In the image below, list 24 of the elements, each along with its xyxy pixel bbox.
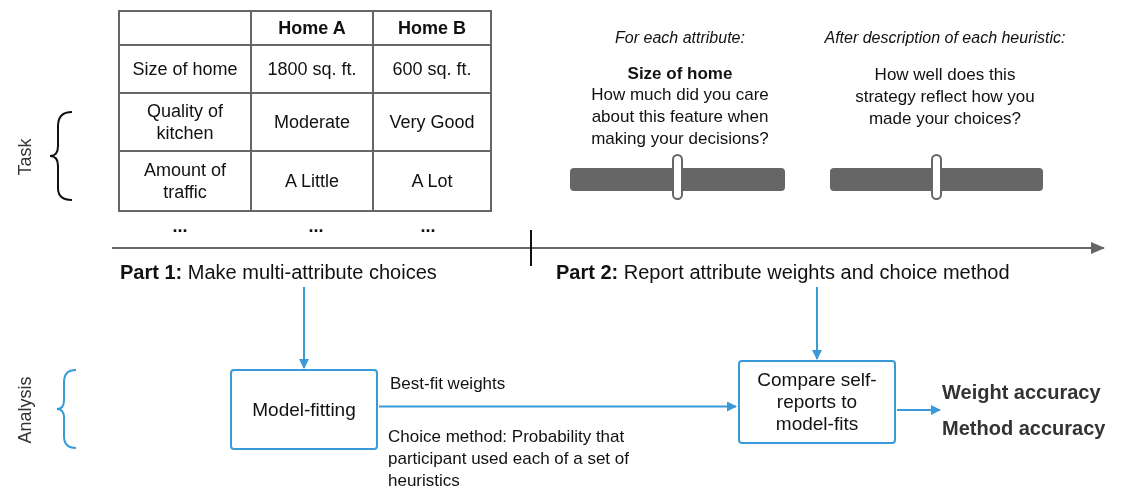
annotation-text: Choice method: Probability that participant used each of a set of heuristics: [388, 426, 630, 492]
result-text: Method accuracy: [942, 416, 1106, 441]
row-label: Task: [14, 137, 36, 178]
step-label: Part 1: Make multi-attribute choices: [120, 258, 500, 286]
step-label: Part 2: Report attribute weights and choice method: [556, 258, 1086, 286]
question-text: How well does this strategy reflect how you made your choices?: [854, 64, 1036, 130]
arrow: [812, 286, 822, 360]
arrow: [299, 286, 309, 369]
ellipsis: ...: [171, 215, 189, 238]
process-box: Compare self-reports to model-fits: [738, 360, 896, 444]
result-text: Weight accuracy: [942, 380, 1101, 405]
arrow: [896, 405, 941, 415]
question-text: How much did you care about this feature when making your decisions?: [590, 84, 770, 150]
attribute-name: Size of home: [626, 63, 734, 85]
ellipsis: ...: [307, 215, 325, 238]
arrow: [378, 401, 737, 412]
table-cell: Home B: [372, 10, 492, 46]
ellipsis: ...: [419, 215, 437, 238]
heading-text: For each attribute:: [614, 28, 746, 48]
table-cell: A Lot: [372, 150, 492, 212]
heading-text: After description of each heuristic:: [823, 28, 1067, 48]
row-label: Analysis: [14, 375, 36, 445]
process-box: Model-fitting: [230, 369, 378, 450]
table-cell: Amount of traffic: [118, 150, 252, 212]
